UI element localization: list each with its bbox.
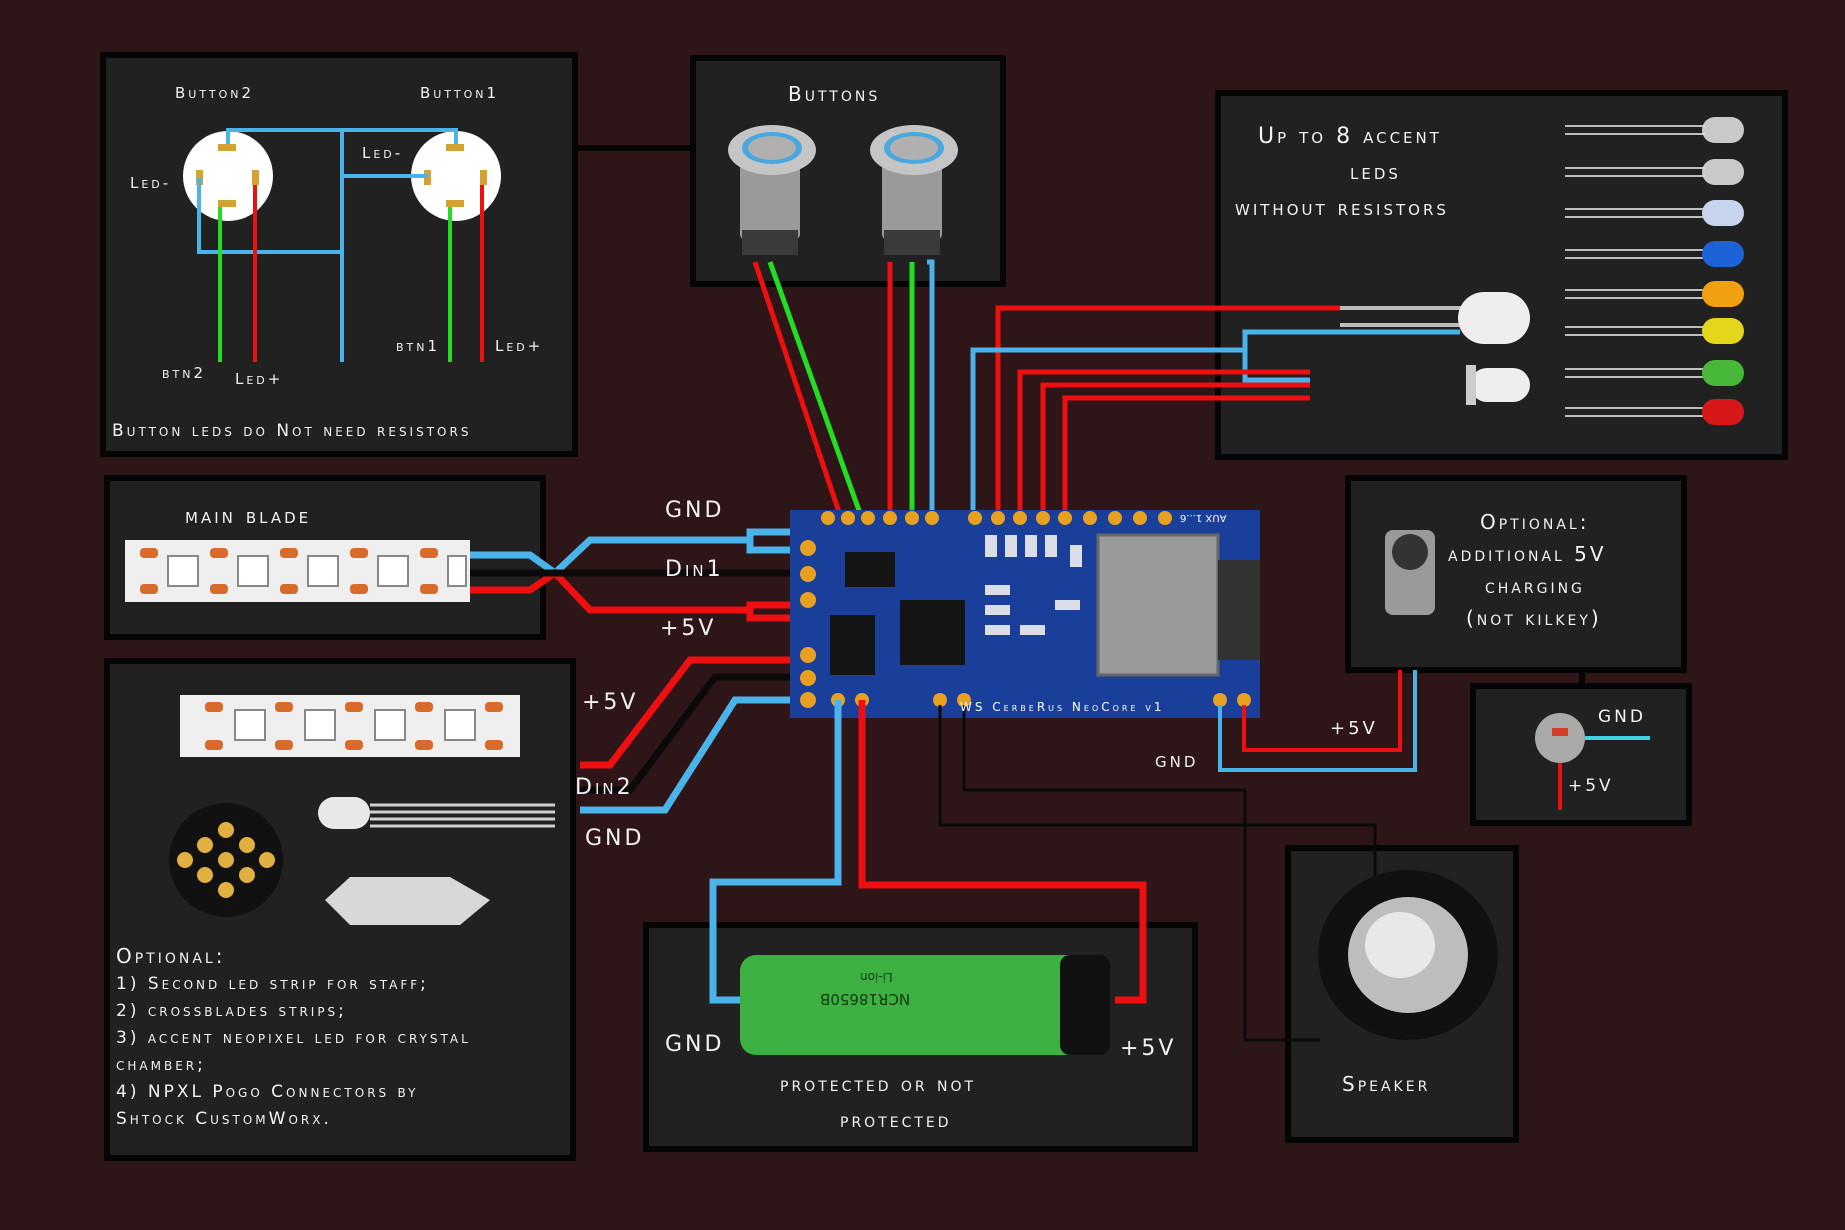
pogo-connector bbox=[169, 803, 283, 917]
rgb-led bbox=[1466, 365, 1530, 405]
charge-port-5v: +5V bbox=[1568, 776, 1614, 796]
led-plus-left-label: Led+ bbox=[235, 370, 284, 388]
button-wiring-panel bbox=[100, 52, 578, 457]
battery-model: NCR18650B bbox=[820, 990, 911, 1008]
led-minus-right-label: Led- bbox=[362, 144, 404, 162]
speaker-graphic bbox=[1318, 870, 1498, 1040]
accent-line3: without resistors bbox=[1235, 196, 1449, 221]
charging-line2: additional 5V bbox=[1448, 542, 1607, 566]
dc-jack bbox=[1385, 530, 1435, 615]
push-button-right bbox=[870, 125, 958, 255]
push-button-left bbox=[728, 125, 816, 255]
optional-title: Optional: bbox=[116, 944, 226, 968]
button-note: Button leds do Not need resistors bbox=[112, 421, 472, 441]
btn2-label: btn2 bbox=[162, 364, 207, 382]
optional-item1: 1) Second led strip for staff; bbox=[116, 974, 429, 994]
charging-line4: (not kilkey) bbox=[1466, 606, 1602, 630]
btn1-label: btn1 bbox=[396, 337, 441, 355]
button2-label: Button2 bbox=[175, 84, 255, 102]
wire-gnd-top: GND bbox=[665, 498, 725, 523]
wire-gnd-left: GND bbox=[585, 826, 645, 851]
battery-line1: protected or not bbox=[780, 1072, 977, 1096]
accent-leds-panel bbox=[1215, 90, 1788, 460]
neopixel-led bbox=[318, 797, 555, 829]
battery-5v: +5V bbox=[1120, 1036, 1177, 1061]
wire-din2: Din2 bbox=[575, 775, 634, 800]
optional-item4: 4) NPXL Pogo Connectors by bbox=[116, 1082, 419, 1102]
buttons-title: Buttons bbox=[788, 82, 881, 106]
led-minus-left-label: Led- bbox=[130, 174, 172, 192]
wire-5v-left: +5V bbox=[582, 690, 639, 715]
charge-port-panel bbox=[1470, 683, 1692, 826]
speaker-title: Speaker bbox=[1342, 1072, 1431, 1096]
wire-din1: Din1 bbox=[665, 557, 724, 582]
optional-item3b: chamber; bbox=[116, 1055, 206, 1075]
accent-led-column bbox=[1565, 117, 1744, 425]
board-aux-label: AUX 1...6 bbox=[1180, 512, 1227, 523]
button2-diagram bbox=[183, 131, 273, 221]
charging-panel bbox=[1345, 475, 1687, 673]
crystal bbox=[325, 877, 490, 925]
second-led-strip bbox=[180, 695, 520, 757]
wire-5v-right: +5V bbox=[1330, 718, 1378, 739]
optional-item4b: Shtock CustomWorx. bbox=[116, 1109, 332, 1129]
wire-gnd-right: GND bbox=[1155, 753, 1199, 771]
main-blade-strip bbox=[125, 540, 470, 602]
main-blade-title: main blade bbox=[185, 504, 312, 529]
charging-line1: Optional: bbox=[1480, 510, 1590, 534]
accent-line2: leds bbox=[1350, 160, 1401, 185]
optional-item3: 3) accent neopixel led for crystal bbox=[116, 1028, 471, 1048]
charge-port bbox=[1535, 713, 1650, 810]
led-plus-right-label: Led+ bbox=[495, 337, 544, 355]
charging-line3: charging bbox=[1485, 574, 1585, 598]
white-led bbox=[1340, 292, 1530, 344]
button1-label: Button1 bbox=[420, 84, 500, 102]
battery-cell bbox=[740, 955, 1110, 1055]
cerberus-board bbox=[790, 510, 1260, 718]
battery-chem: Li-ion bbox=[860, 970, 893, 984]
board-label: WS CerbeRus NeoCore v1 bbox=[960, 700, 1165, 714]
wire-5v-top: +5V bbox=[660, 616, 717, 641]
charge-port-gnd: GND bbox=[1598, 707, 1646, 727]
battery-gnd: GND bbox=[665, 1032, 725, 1057]
battery-line2: protected bbox=[840, 1108, 952, 1132]
accent-line1: Up to 8 accent bbox=[1258, 124, 1442, 149]
optional-item2: 2) crossblades strips; bbox=[116, 1001, 347, 1021]
